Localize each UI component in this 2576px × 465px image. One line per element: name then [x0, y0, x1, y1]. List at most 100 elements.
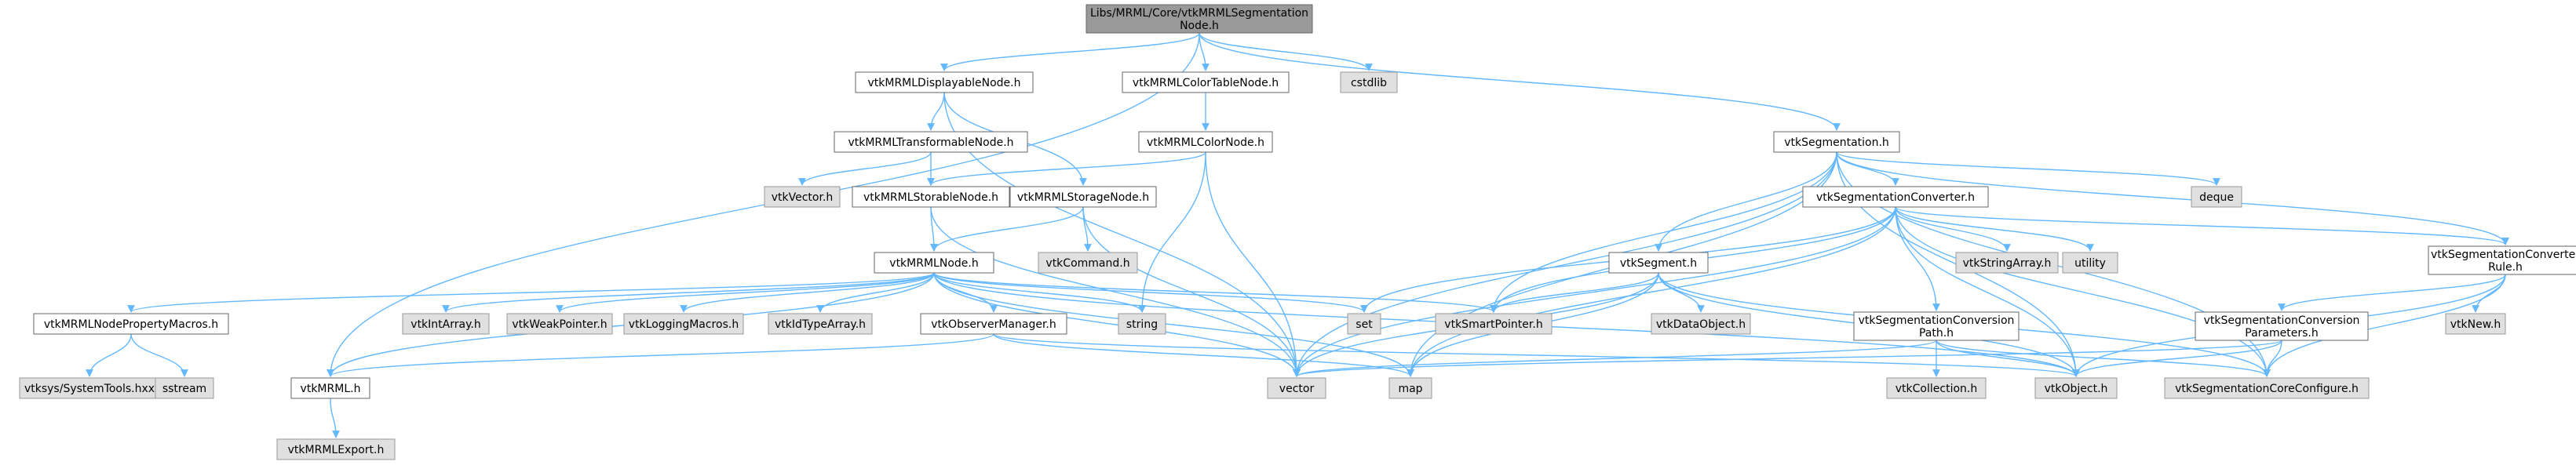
node-utility-label-0: utility: [2074, 257, 2106, 270]
node-convrule-label-0: vtkSegmentationConverter: [2431, 249, 2576, 261]
node-smartptr: vtkSmartPointer.h: [1435, 313, 1553, 335]
node-vtkmrml-box: [290, 377, 370, 399]
node-colornode[interactable]: vtkMRMLColorNode.h: [1138, 131, 1273, 153]
node-transformable[interactable]: vtkMRMLTransformableNode.h: [834, 131, 1028, 153]
edge-vtkmrml-to-mrmlexport: [330, 398, 340, 438]
node-set-box: [1347, 313, 1381, 335]
node-deque-label-0: deque: [2199, 191, 2234, 204]
edge-segconverter-to-convpath: [1895, 206, 1940, 311]
edge-transformable-to-vtkvector: [798, 151, 932, 186]
edge-displayable-to-transformable: [927, 92, 945, 131]
node-weakptr: vtkWeakPointer.h: [506, 313, 613, 335]
node-segment-box: [1608, 252, 1709, 274]
node-vtknew-box: [2445, 313, 2506, 335]
node-obsmanager[interactable]: vtkObserverManager.h: [920, 313, 1067, 335]
edge-segmentation-to-segconverter: [1836, 151, 1899, 186]
node-vector: vector: [1267, 377, 1326, 399]
node-dataobject-label-0: vtkDataObject.h: [1656, 318, 1746, 331]
edge-convparams-to-vector: [1293, 340, 2282, 377]
node-displayable-box: [855, 71, 1034, 93]
edge-mrmlnode-to-map: [933, 272, 1414, 377]
node-stringarray-box: [1955, 252, 2059, 274]
node-map-box: [1388, 377, 1432, 399]
node-displayable[interactable]: vtkMRMLDisplayableNode.h: [855, 71, 1034, 93]
edge-segconverter-to-stringarray: [1895, 206, 2011, 252]
node-colornode-box: [1138, 131, 1273, 153]
edge-convrule-to-convparams: [2278, 274, 2506, 311]
node-root-box: [1085, 4, 1313, 34]
edge-mrmlnode-to-set: [933, 272, 1368, 313]
node-map: map: [1388, 377, 1432, 399]
node-vtkobject-box: [2034, 377, 2118, 399]
node-storable[interactable]: vtkMRMLStorableNode.h: [852, 186, 1010, 208]
node-vtkmrml-label-0: vtkMRML.h: [301, 383, 361, 395]
edge-convrule-to-coreconfig: [2263, 274, 2506, 377]
edge-obsmanager-to-map: [993, 333, 1414, 377]
node-storage-label-0: vtkMRMLStorageNode.h: [1017, 191, 1149, 204]
edge-colornode-to-vector: [1205, 151, 1301, 377]
node-vector-box: [1267, 377, 1326, 399]
node-vtkobject: vtkObject.h: [2034, 377, 2118, 399]
node-convrule-box: [2428, 245, 2576, 275]
node-vtkmrml[interactable]: vtkMRML.h: [290, 377, 370, 399]
node-storable-label-0: vtkMRMLStorableNode.h: [863, 191, 998, 204]
node-collection-label-0: vtkCollection.h: [1896, 383, 1977, 395]
node-logmacros-label-0: vtkLoggingMacros.h: [629, 318, 739, 331]
node-mrmlnode[interactable]: vtkMRMLNode.h: [874, 252, 994, 274]
node-root-label-0: Libs/MRML/Core/vtkMRMLSegmentation: [1090, 7, 1308, 20]
node-colortable[interactable]: vtkMRMLColorTableNode.h: [1122, 71, 1290, 93]
node-cstdlib-label-0: cstdlib: [1351, 77, 1387, 89]
node-set-label-0: set: [1356, 318, 1373, 331]
node-propmacros[interactable]: vtkMRMLNodePropertyMacros.h: [33, 313, 229, 335]
node-storage[interactable]: vtkMRMLStorageNode.h: [1009, 186, 1157, 208]
node-weakptr-label-0: vtkWeakPointer.h: [512, 318, 607, 331]
node-vtkvector: vtkVector.h: [764, 186, 841, 208]
edge-colornode-to-string: [1138, 151, 1206, 313]
node-smartptr-label-0: vtkSmartPointer.h: [1444, 318, 1542, 331]
edge-root-to-displayable: [940, 32, 1200, 71]
edge-root-to-cstdlib: [1199, 32, 1373, 71]
edge-segmentation-to-convrule: [1836, 151, 2509, 245]
edge-segmentation-to-smartptr: [1490, 151, 1837, 313]
node-vtkcommand: vtkCommand.h: [1038, 252, 1138, 274]
edge-root-to-segmentation: [1199, 32, 1841, 131]
node-displayable-label-0: vtkMRMLDisplayableNode.h: [867, 77, 1020, 89]
node-vector-label-0: vector: [1279, 383, 1315, 395]
node-convparams-label-0: vtkSegmentationConversion: [2204, 314, 2360, 327]
edge-mrmlnode-to-obsmanager: [933, 272, 998, 313]
node-segconverter[interactable]: vtkSegmentationConverter.h: [1802, 186, 1989, 208]
node-vtkobject-label-0: vtkObject.h: [2045, 383, 2108, 395]
node-deque: deque: [2191, 186, 2242, 208]
edge-convpath-to-coreconfig: [1936, 340, 2271, 377]
node-logmacros-box: [623, 313, 744, 335]
node-string-box: [1118, 313, 1166, 335]
node-mrmlexport: vtkMRMLExport.h: [276, 438, 396, 460]
node-mrmlnode-box: [874, 252, 994, 274]
node-systools: vtksys/SystemTools.hxx: [19, 377, 160, 399]
edge-propmacros-to-systools: [86, 333, 132, 377]
node-transformable-box: [834, 131, 1028, 153]
edges-layer: [86, 32, 2509, 438]
node-mrmlnode-label-0: vtkMRMLNode.h: [889, 257, 978, 270]
node-segmentation[interactable]: vtkSegmentation.h: [1773, 131, 1900, 153]
edge-propmacros-to-sstream: [130, 333, 188, 377]
edge-convpath-to-vector: [1293, 340, 1937, 377]
node-stringarray: vtkStringArray.h: [1955, 252, 2059, 274]
edge-segmentation-to-segment: [1655, 151, 1837, 252]
node-deque-box: [2191, 186, 2242, 208]
node-obsmanager-box: [920, 313, 1067, 335]
node-idtypearray-box: [768, 313, 873, 335]
node-obsmanager-label-0: vtkObserverManager.h: [931, 318, 1056, 331]
edge-segconverter-to-utility: [1895, 206, 2094, 252]
node-collection: vtkCollection.h: [1886, 377, 1987, 399]
edge-mrmlnode-to-logmacros: [680, 272, 935, 313]
node-segment[interactable]: vtkSegment.h: [1608, 252, 1709, 274]
node-propmacros-box: [33, 313, 229, 335]
node-segmentation-label-0: vtkSegmentation.h: [1784, 136, 1889, 149]
node-sstream-label-0: sstream: [162, 383, 206, 395]
node-convrule-label-1: Rule.h: [2488, 261, 2523, 274]
